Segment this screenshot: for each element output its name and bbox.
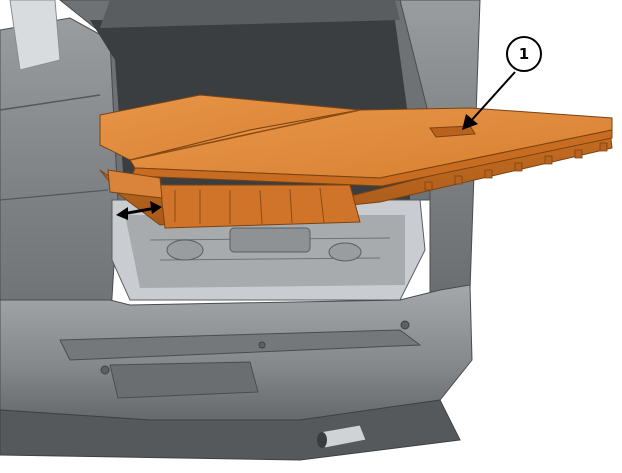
callout-1: 1 bbox=[462, 36, 542, 130]
rear-bumper bbox=[0, 284, 473, 461]
callout-number: 1 bbox=[519, 45, 529, 63]
slide-direction-arrow-icon bbox=[116, 201, 162, 220]
cargo-floor-panel bbox=[99, 94, 613, 229]
exhaust-tip bbox=[317, 424, 367, 449]
